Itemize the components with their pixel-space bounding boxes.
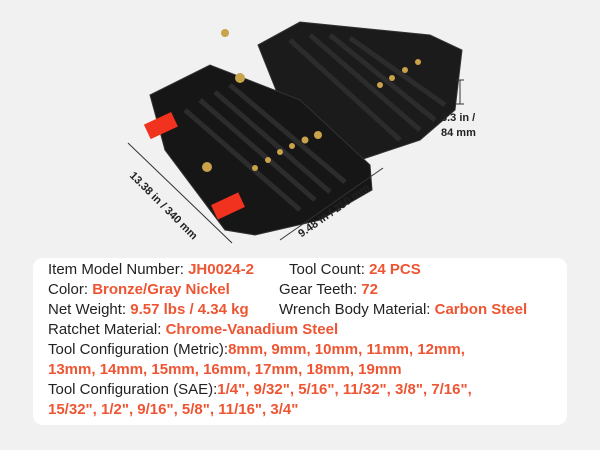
ratchet-value: Chrome-Vanadium Steel — [165, 321, 339, 338]
dimension-lines — [127, 79, 464, 244]
model-label: Item Model Number: — [48, 261, 184, 278]
model-value: JH0024-2 — [188, 261, 254, 278]
ratchet-heads — [202, 29, 421, 172]
color-value: Bronze/Gray Nickel — [92, 281, 230, 298]
teeth-label: Gear Teeth: — [279, 281, 358, 298]
metric-label: Tool Configuration (Metric): — [48, 341, 229, 358]
weight-label: Net Weight: — [48, 301, 127, 318]
height-dimension-1: 3.3 in / — [441, 112, 476, 124]
specs-panel: Item Model Number: JH0024-2 Tool Count: … — [33, 258, 567, 425]
spec-row-3: Net Weight: 9.57 lbs / 4.34 kg Wrench Bo… — [48, 301, 568, 319]
count-value: 24 PCS — [369, 261, 421, 278]
latch-right — [211, 192, 245, 220]
spec-row-8: 15/32", 1/2", 9/16", 5/8", 11/16", 3/4" — [48, 401, 298, 419]
wrench-rows — [183, 33, 447, 212]
spec-row-7: Tool Configuration (SAE):1/4", 9/32", 5/… — [48, 381, 472, 399]
height-dimension-2: 84 mm — [441, 127, 476, 139]
spec-row-2: Color: Bronze/Gray Nickel Gear Teeth: 72 — [48, 281, 548, 299]
spec-row-1: Item Model Number: JH0024-2 Tool Count: … — [48, 261, 548, 279]
latch-left — [143, 111, 178, 140]
sae-value-2: 15/32", 1/2", 9/16", 5/8", 11/16", 3/4" — [48, 401, 299, 418]
teeth-value: 72 — [361, 281, 378, 298]
spec-row-5: Tool Configuration (Metric):8mm, 9mm, 10… — [48, 341, 465, 359]
weight-value: 9.57 lbs / 4.34 kg — [130, 301, 249, 318]
sae-label: Tool Configuration (SAE): — [48, 381, 218, 398]
spec-row-4: Ratchet Material: Chrome-Vanadium Steel — [48, 321, 338, 339]
color-label: Color: — [48, 281, 89, 298]
body-label: Wrench Body Material: — [279, 301, 431, 318]
body-value: Carbon Steel — [434, 301, 528, 318]
wrench-set-case-image — [127, 21, 464, 244]
metric-value-2: 13mm, 14mm, 15mm, 16mm, 17mm, 18mm, 19mm — [48, 361, 402, 378]
sae-value-1: 1/4", 9/32", 5/16", 11/32", 3/8", 7/16", — [217, 381, 472, 398]
spec-row-6: 13mm, 14mm, 15mm, 16mm, 17mm, 18mm, 19mm — [48, 361, 402, 379]
count-label: Tool Count: — [289, 261, 365, 278]
ratchet-label: Ratchet Material: — [48, 321, 162, 338]
metric-value-1: 8mm, 9mm, 10mm, 11mm, 12mm, — [228, 341, 465, 358]
